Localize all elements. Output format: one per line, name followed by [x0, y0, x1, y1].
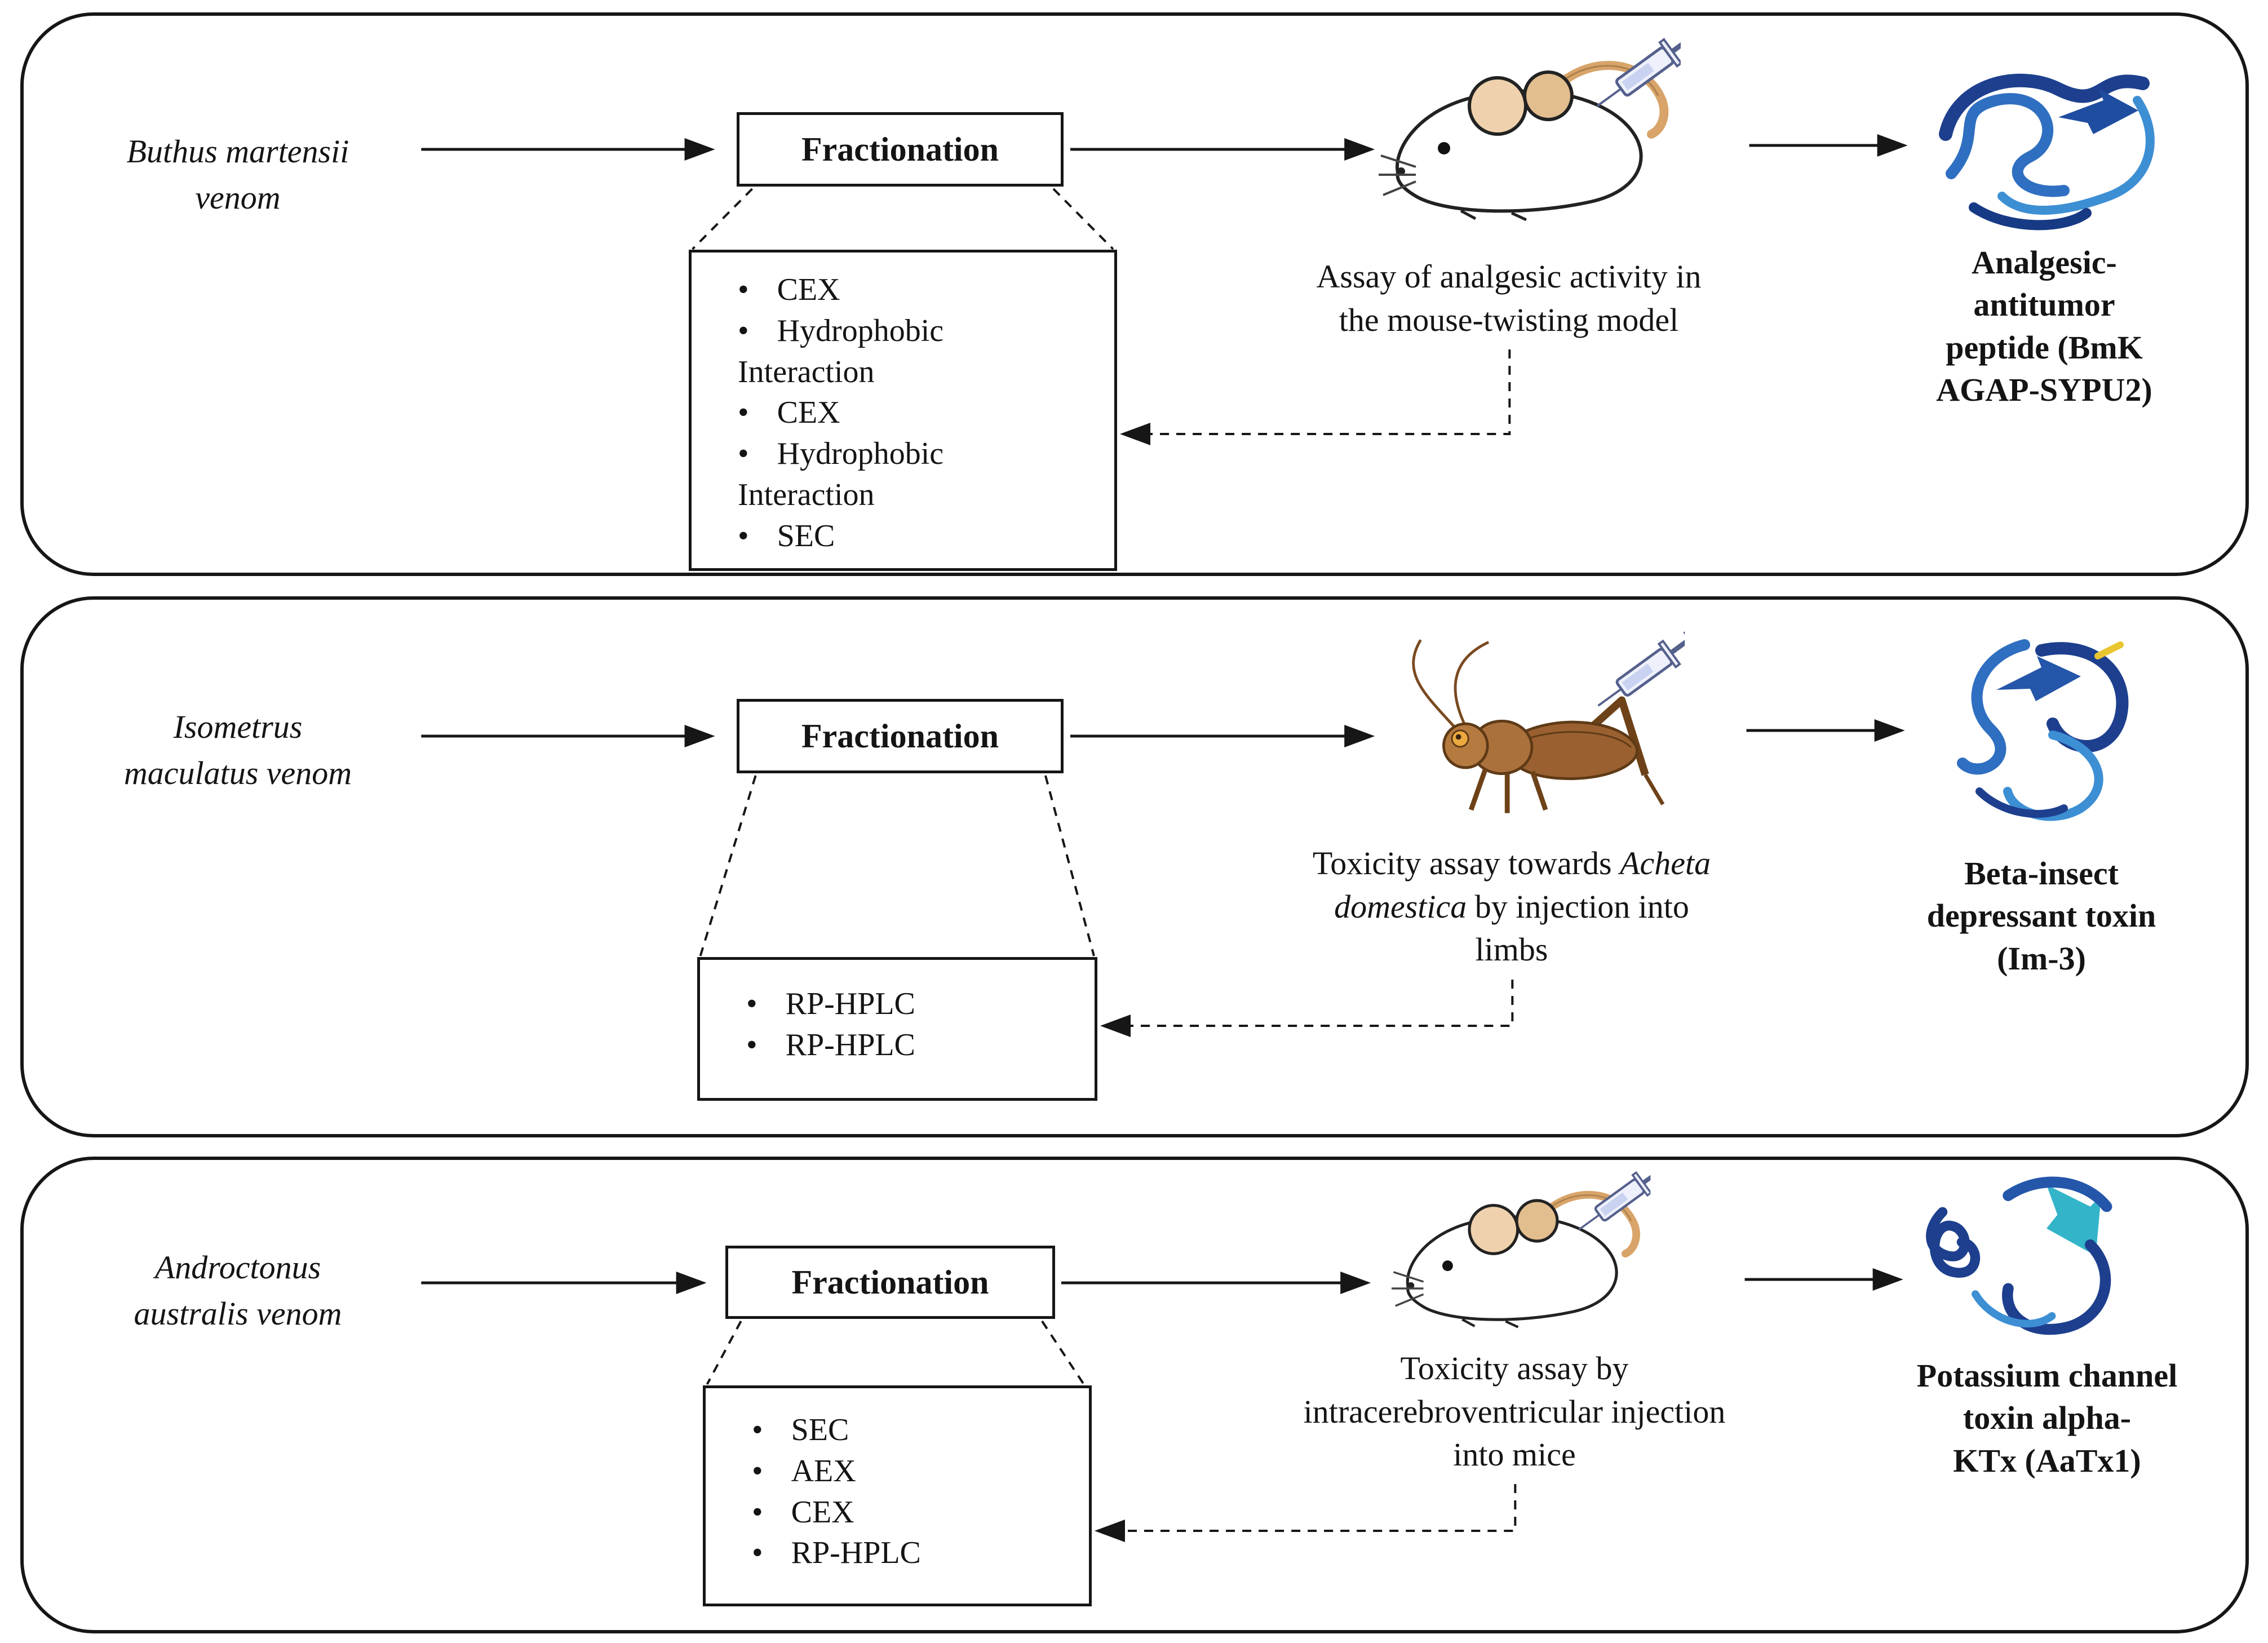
mouse-illustration	[1376, 33, 1681, 230]
fractionation-steps-list: RP-HPLC RP-HPLC	[719, 984, 1035, 1066]
box-expand-connector	[699, 775, 757, 956]
step-item: SEC	[738, 516, 1026, 557]
step-item: SEC	[752, 1410, 1040, 1451]
fractionation-box: Fractionation	[725, 1246, 1055, 1319]
box-expand-connector	[706, 1321, 742, 1385]
assay-text: Toxicity assay by intracerebroventricula…	[1303, 1350, 1726, 1473]
venom-source-label: Isometrus maculatus venom	[123, 708, 352, 792]
step-item: CEX	[738, 392, 1026, 433]
step-item: CEX	[738, 269, 1026, 311]
feedback-arrow-head-icon	[1119, 423, 1151, 445]
assay-caption: Assay of analgesic activity in the mouse…	[1241, 255, 1777, 342]
arrow-head-icon	[1340, 1272, 1371, 1294]
workflow-panel-buthus-martensii: Buthus martensii venom Fractionation CEX…	[20, 12, 2249, 576]
assay-caption: Toxicity assay by intracerebroventricula…	[1173, 1347, 1855, 1477]
box-expand-connector	[1041, 1320, 1085, 1385]
step-item: CEX	[752, 1492, 1040, 1533]
arrow-head-icon	[1874, 719, 1905, 742]
workflow-panel-androctonus-australis: Androctonus australis venom Fractionatio…	[20, 1157, 2249, 1633]
assay-species: Acheta domestica	[1334, 845, 1711, 925]
assay-text: Toxicity assay towards	[1312, 845, 1620, 882]
fractionation-steps-list: SEC AEX CEX RP-HPLC	[725, 1410, 1040, 1574]
venom-source-label: Androctonus australis venom	[134, 1249, 342, 1332]
feedback-arrow-head-icon	[1094, 1520, 1125, 1542]
assay-text: Assay of analgesic activity in the mouse…	[1316, 258, 1702, 338]
feedback-dashed-arrow	[1123, 1484, 1517, 1532]
assay-caption: Toxicity assay towards Acheta domestica …	[1202, 842, 1822, 972]
step-item: RP-HPLC	[746, 984, 1035, 1025]
step-item: AEX	[752, 1451, 1040, 1492]
fractionation-steps-box: SEC AEX CEX RP-HPLC	[703, 1385, 1092, 1606]
box-expand-connector	[1052, 188, 1114, 250]
feedback-arrow-head-icon	[1100, 1015, 1131, 1037]
fractionation-box: Fractionation	[737, 699, 1064, 773]
fractionation-steps-list: CEX Hydrophobic Interaction CEX Hydropho…	[711, 269, 1026, 557]
assay-text-suffix: by injection into limbs	[1474, 888, 1689, 968]
box-expand-connector	[1044, 775, 1095, 956]
arrow-head-icon	[676, 1272, 707, 1294]
fractionation-steps-box: RP-HPLC RP-HPLC	[697, 957, 1097, 1101]
arrow-head-icon	[684, 138, 715, 161]
fractionation-label: Fractionation	[801, 130, 999, 168]
arrow-head-icon	[1877, 134, 1908, 157]
box-expand-connector	[692, 188, 754, 250]
arrow-head-icon	[684, 725, 715, 747]
workflow-panel-isometrus-maculatus: Isometrus maculatus venom Fractionation …	[20, 596, 2249, 1137]
step-item: Hydrophobic Interaction	[738, 311, 1026, 393]
step-item: RP-HPLC	[746, 1025, 1035, 1066]
step-item: RP-HPLC	[752, 1533, 1040, 1574]
feedback-dashed-arrow	[1129, 980, 1514, 1027]
result-peptide-label: Beta-insect depressant toxin (Im-3)	[1926, 855, 2156, 977]
fractionation-box: Fractionation	[737, 112, 1064, 187]
step-item: Hydrophobic Interaction	[738, 433, 1026, 516]
result-peptide-label: Potassium channel toxin alpha- KTx (AaTx…	[1916, 1357, 2178, 1479]
feedback-dashed-arrow	[1149, 349, 1511, 435]
fractionation-label: Fractionation	[791, 1263, 989, 1301]
protein-structure-illustration	[1917, 50, 2177, 247]
protein-structure-illustration	[1906, 1163, 2149, 1349]
arrow-head-icon	[1344, 725, 1375, 747]
mouse-illustration	[1374, 1167, 1667, 1336]
protein-structure-illustration	[1912, 622, 2165, 831]
arrow-head-icon	[1344, 138, 1375, 161]
arrow-head-icon	[1872, 1268, 1903, 1291]
fractionation-label: Fractionation	[801, 717, 999, 755]
cricket-illustration	[1374, 628, 1689, 825]
result-peptide-label: Analgesic- antitumor peptide (BmK AGAP-S…	[1936, 244, 2152, 409]
fractionation-steps-box: CEX Hydrophobic Interaction CEX Hydropho…	[689, 250, 1117, 571]
venom-source-label: Buthus martensii venom	[126, 133, 349, 216]
